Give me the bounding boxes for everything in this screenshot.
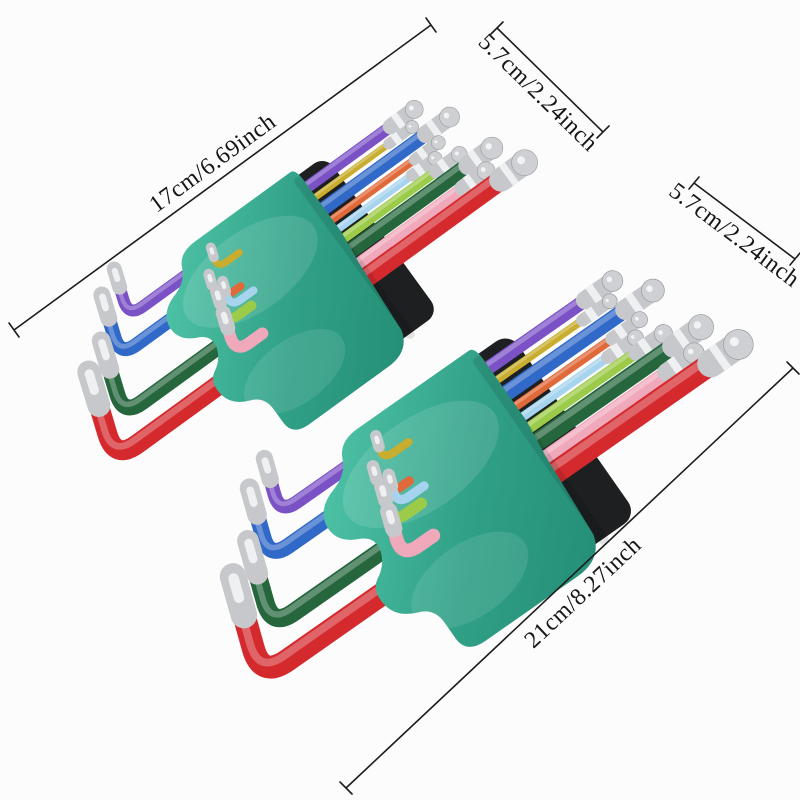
ball-end-green bbox=[687, 314, 714, 341]
silver-collar-shine bbox=[613, 324, 629, 341]
dimension-line-left-width bbox=[490, 21, 610, 139]
holder-edge-shade bbox=[473, 356, 609, 545]
silver-collar-shine bbox=[637, 337, 653, 356]
hex-key-set-small bbox=[77, 100, 538, 461]
ball-end-shine bbox=[443, 112, 450, 119]
ball-end-shine bbox=[517, 156, 526, 165]
silver-collar-shine bbox=[609, 342, 625, 359]
hex-key-gloss bbox=[260, 293, 588, 507]
silver-tip-shine bbox=[386, 474, 393, 484]
ball-end-shine bbox=[634, 316, 639, 321]
hex-key-purple bbox=[108, 119, 399, 317]
holder-edge-shade bbox=[294, 176, 415, 339]
silver-tip-shine bbox=[209, 247, 215, 255]
ball-end-shine bbox=[485, 143, 492, 150]
ball-end-shine bbox=[687, 348, 694, 355]
ball-end-shine bbox=[480, 167, 486, 172]
silver-tip-shine bbox=[220, 311, 229, 325]
silver-collar-shine bbox=[390, 131, 403, 145]
ball-end-shine bbox=[630, 335, 635, 339]
ball-end-shine bbox=[409, 105, 414, 111]
ball-end-shine bbox=[434, 140, 438, 144]
silver-collar-shine bbox=[390, 112, 406, 130]
silver-tip-shine bbox=[221, 281, 227, 289]
silver-tip-shine bbox=[371, 466, 378, 476]
ball-end-blue bbox=[439, 106, 460, 128]
ball-end-red bbox=[511, 149, 538, 176]
hex-key-red bbox=[78, 168, 513, 461]
ball-end-orange bbox=[431, 135, 446, 150]
ball-end-shine bbox=[606, 276, 613, 283]
hex-key-green bbox=[93, 156, 478, 416]
silver-collar-yellow bbox=[576, 296, 614, 327]
ball-end-shine bbox=[605, 298, 609, 303]
ball-end-shine bbox=[729, 337, 739, 347]
silver-collar-shine bbox=[412, 163, 426, 177]
silver-tip-shine bbox=[261, 457, 272, 474]
hex-key-green bbox=[238, 335, 685, 628]
dimension-line-right-width bbox=[688, 176, 800, 266]
holder-body bbox=[323, 349, 596, 647]
silver-tip-shine bbox=[228, 573, 245, 603]
silver-collar-shine bbox=[625, 292, 644, 315]
silver-collar-shine bbox=[416, 147, 429, 161]
hex-key-red bbox=[221, 350, 725, 679]
silver-collar-shine bbox=[708, 343, 732, 371]
ball-end-shine bbox=[454, 151, 459, 156]
hex-key-arm-pink bbox=[381, 504, 441, 558]
hex-key-set-large bbox=[219, 270, 754, 679]
silver-collar-shine bbox=[584, 306, 599, 322]
silver-tip-shine bbox=[214, 290, 222, 301]
silver-collar-shine bbox=[425, 119, 442, 138]
silver-tip-shine bbox=[111, 267, 121, 282]
dimension-line-right-length bbox=[339, 361, 800, 795]
silver-collar-shine bbox=[462, 173, 478, 191]
hex-key-blue bbox=[94, 125, 435, 357]
ball-end-shine bbox=[408, 124, 412, 128]
ball-end-red bbox=[723, 329, 754, 360]
ball-end-orange bbox=[631, 311, 648, 329]
hex-key-gloss bbox=[110, 120, 393, 311]
hex-key-blue bbox=[241, 300, 636, 559]
ball-end-purple bbox=[601, 270, 624, 292]
silver-collar-shine bbox=[436, 158, 451, 174]
hex-key-gloss bbox=[244, 302, 628, 551]
hex-key-gloss bbox=[242, 338, 677, 618]
ball-end-blue bbox=[641, 278, 665, 303]
ball-end-shine bbox=[431, 156, 435, 160]
silver-tip-shine bbox=[246, 486, 258, 507]
silver-collar-shine bbox=[467, 149, 485, 170]
silver-collar-shine bbox=[498, 162, 519, 186]
silver-collar-shine bbox=[585, 284, 603, 304]
hex-key-purple bbox=[257, 291, 594, 514]
ball-end-green bbox=[480, 136, 504, 160]
ball-end-shine bbox=[658, 330, 663, 335]
silver-tip-shine bbox=[244, 538, 258, 564]
silver-tip-shine bbox=[379, 485, 387, 497]
holder-highlight bbox=[411, 531, 529, 630]
hex-key-gloss bbox=[225, 353, 714, 667]
silver-collar-shine bbox=[672, 328, 693, 352]
ball-end-shine bbox=[646, 285, 653, 292]
silver-tip-shine bbox=[84, 369, 99, 395]
hex-key-gloss bbox=[97, 127, 429, 349]
silver-tip-shine bbox=[98, 339, 110, 361]
silver-tip-shine bbox=[99, 293, 110, 312]
dimension-label-right-width: 5.7cm/2.24inch bbox=[664, 178, 800, 293]
holder-body bbox=[166, 171, 404, 430]
dimension-line-left-length bbox=[8, 17, 437, 338]
silver-tip-shine bbox=[374, 435, 380, 445]
hex-key-gloss bbox=[96, 158, 471, 408]
silver-collar-shine bbox=[666, 356, 685, 376]
hex-key-gloss bbox=[82, 171, 504, 450]
ball-end-shine bbox=[693, 321, 702, 329]
ball-end-yellow bbox=[405, 120, 419, 134]
ball-end-purple bbox=[404, 100, 424, 119]
hex-key-arm-pink bbox=[217, 306, 269, 353]
holder-highlight bbox=[244, 328, 346, 415]
ball-end-yellow bbox=[601, 293, 618, 309]
silver-tip-shine bbox=[385, 509, 395, 525]
silver-tip-shine bbox=[207, 274, 213, 283]
